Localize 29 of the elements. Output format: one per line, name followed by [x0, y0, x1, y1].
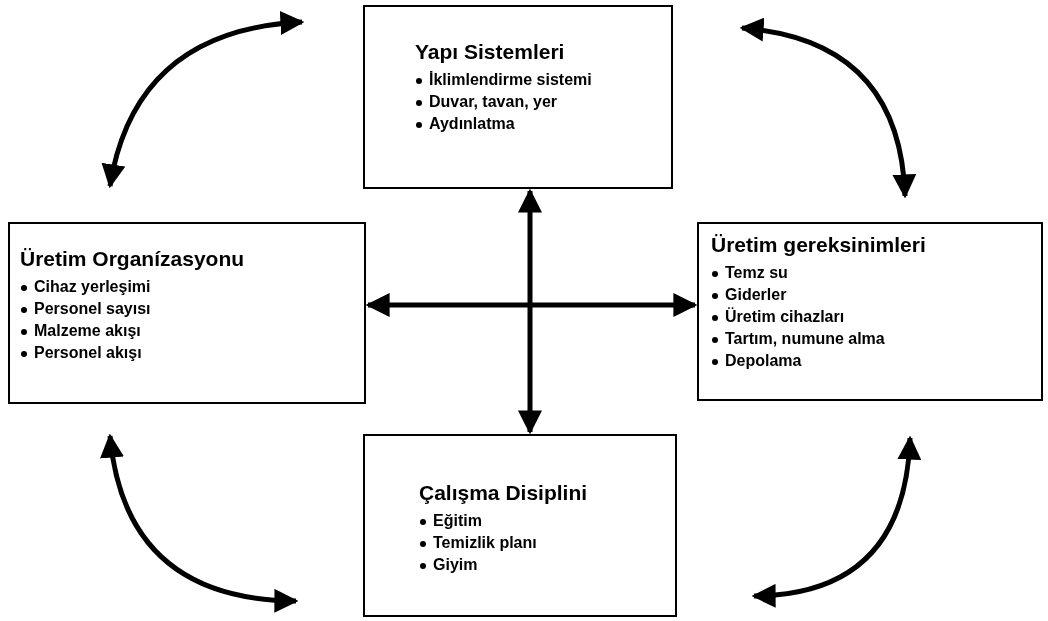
bullet-item: Aydınlatma	[415, 113, 515, 135]
bullet-item: Duvar, tavan, yer	[415, 91, 558, 113]
bullet-item: Malzeme akışı	[20, 320, 141, 342]
arrow	[101, 433, 299, 612]
bullet-item: Depolama	[711, 350, 802, 372]
text-box	[8, 222, 366, 404]
box-heading: Üretim Organízasyonu	[20, 246, 245, 272]
bullet-item: Giyim	[419, 554, 478, 576]
bullet-item: Temizlik planı	[419, 532, 537, 554]
bullet-item: Giderler	[711, 284, 787, 306]
box-heading: Üretim gereksinimleri	[711, 232, 926, 258]
bullet-item: Üretim cihazları	[711, 306, 845, 328]
bullet-item: Cihaz yerleşimi	[20, 276, 151, 298]
box-heading: Çalışma Disiplini	[419, 480, 588, 506]
bullet-item: Personel sayısı	[20, 298, 151, 320]
bullet-item: Temz su	[711, 262, 788, 284]
box-heading: Yapı Sistemleri	[415, 39, 565, 65]
arrow	[365, 293, 698, 317]
text-box	[363, 434, 677, 617]
arrow	[102, 11, 305, 189]
arrow	[739, 18, 916, 199]
bullet-item: Eğitim	[419, 510, 482, 532]
arrow	[751, 435, 921, 607]
text-box	[697, 222, 1043, 401]
text-box	[363, 5, 673, 189]
arrow	[518, 188, 542, 435]
bullet-item: İklimlendirme sistemi	[415, 69, 592, 91]
bullet-item: Personel akışı	[20, 342, 142, 364]
bullet-item: Tartım, numune alma	[711, 328, 885, 350]
